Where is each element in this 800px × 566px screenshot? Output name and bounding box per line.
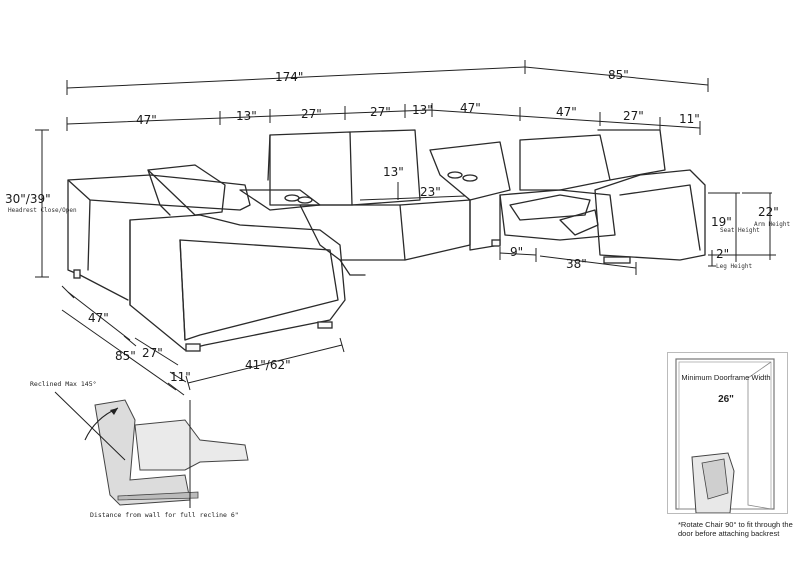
console-width-line [359, 195, 466, 201]
recline-illustration [54, 391, 249, 508]
bottom-right-dimension-lines [499, 247, 637, 275]
seat-height-caption: Seat Height [720, 227, 760, 234]
console-width-label: 23" [420, 185, 441, 199]
segment-label: 27" [370, 105, 391, 119]
front-width-dimension-line [185, 337, 345, 391]
arm-height-label: 22" [758, 205, 779, 219]
seat-depth-label: 47" [88, 311, 109, 325]
doorframe-drawing [675, 358, 775, 513]
segment-label: 13" [236, 109, 257, 123]
recline-max-label: Reclined Max 145° [30, 380, 97, 388]
arm-depth-label: 27" [142, 346, 163, 360]
doorframe-inset [667, 352, 788, 514]
doorframe-width-label: 26" [718, 394, 734, 405]
right-height-dimension-lines [708, 192, 776, 267]
segment-label: 27" [301, 107, 322, 121]
seat-height-label: 19" [711, 215, 732, 229]
headrest-height-caption: Headrest Close/Open [8, 207, 77, 214]
recliner-width-label: 38" [566, 257, 587, 271]
side-depth-label: 11" [170, 370, 191, 384]
doorframe-title: Minimum Doorframe Width [681, 373, 771, 382]
segment-label: 47" [136, 113, 157, 127]
left-depth-dimension-lines [61, 285, 187, 396]
total-depth-label: 85" [115, 349, 136, 363]
segment-label: 47" [460, 101, 481, 115]
segment-label: 47" [556, 105, 577, 119]
leg-height-label: 2" [716, 247, 729, 261]
leg-gap-label: 9" [510, 245, 523, 259]
overall-width-label: 174" [275, 70, 303, 84]
right-depth-label: 85" [608, 68, 629, 82]
leg-height-caption: Leg Height [716, 263, 753, 270]
arm-height-caption: Arm Height [754, 221, 791, 228]
segment-label: 27" [623, 109, 644, 123]
recline-wall-note: Distance from wall for full recline 6" [90, 511, 239, 519]
segment-dimension-line [66, 103, 701, 135]
front-width-label: 41"/62" [245, 358, 291, 372]
headrest-height-label: 30"/39" [5, 192, 51, 206]
overall-dimension-line [66, 60, 709, 95]
segment-label: 11" [679, 112, 700, 126]
console-height-label: 13" [383, 165, 404, 179]
height-dimension-line [35, 129, 49, 278]
doorframe-caption: *Rotate Chair 90° to fit through the doo… [678, 520, 793, 538]
segment-label: 13" [412, 103, 433, 117]
sectional-sofa-drawing [67, 129, 706, 352]
